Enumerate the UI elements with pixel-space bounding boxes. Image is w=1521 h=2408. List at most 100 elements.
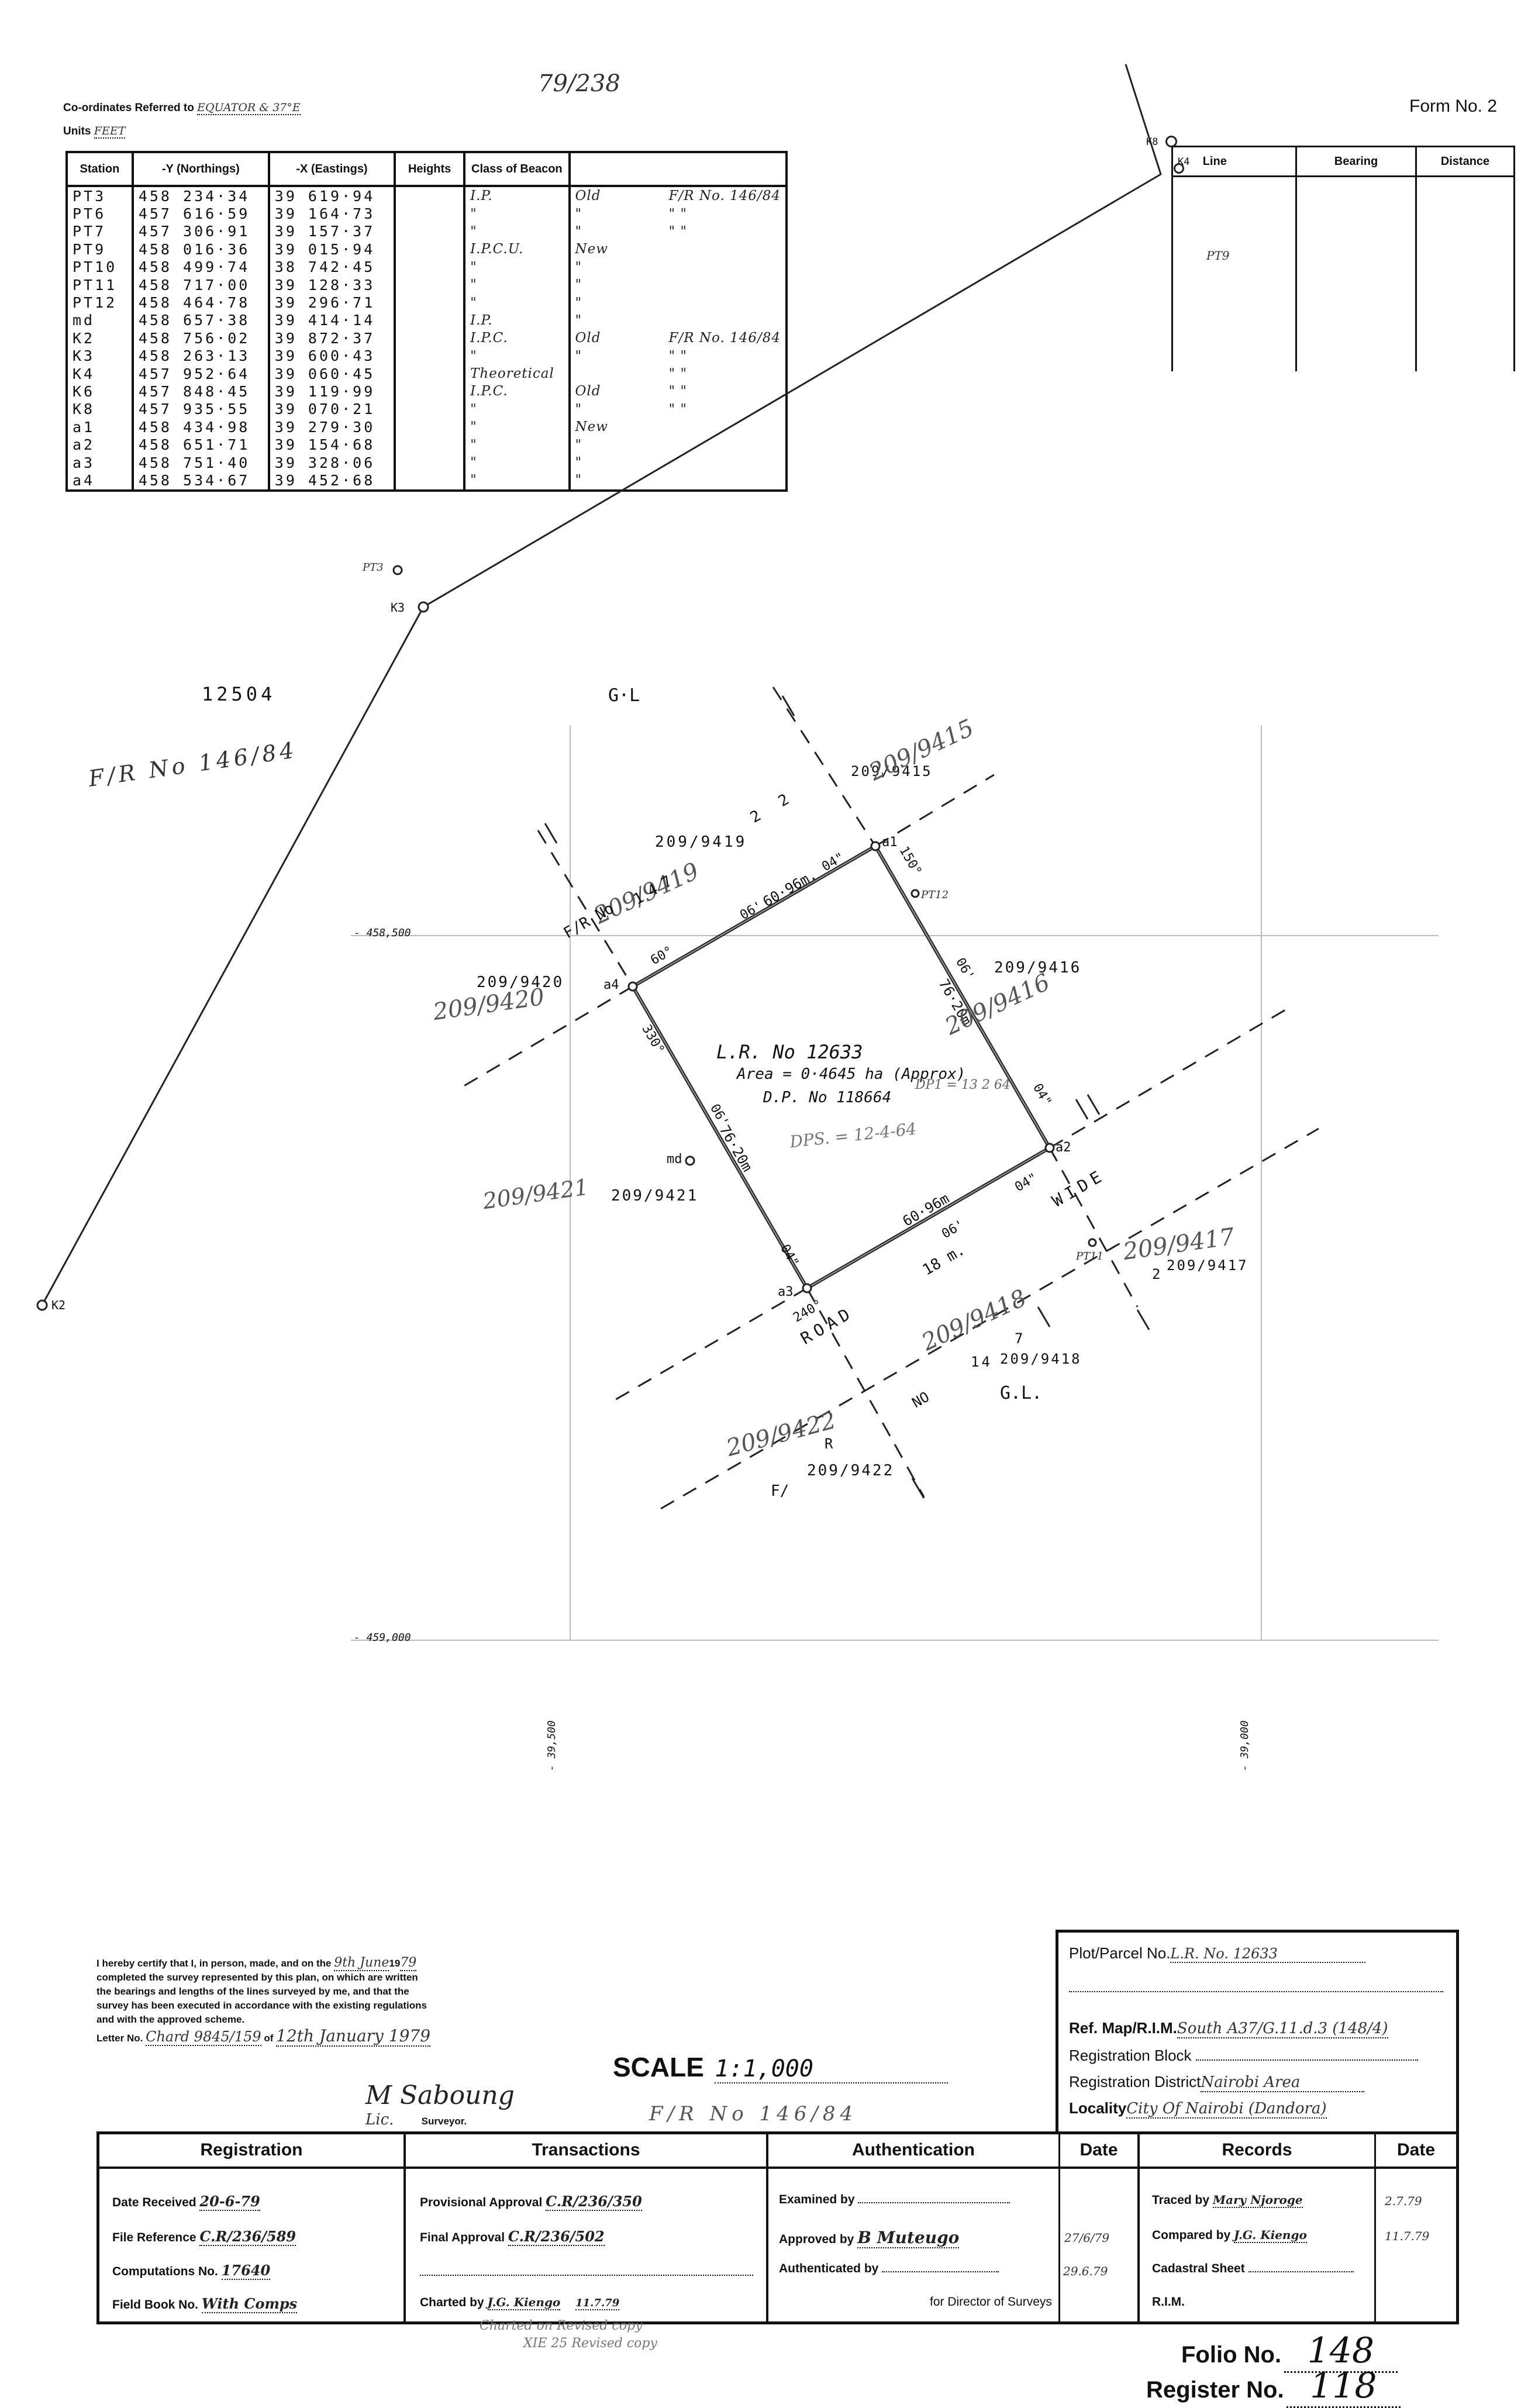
beacon-condition: New <box>575 242 608 257</box>
final-approval-label: Final Approval <box>420 2231 505 2244</box>
cell-easting: 39 872·37 <box>267 329 396 347</box>
of-label: of <box>264 2033 274 2044</box>
cell-height <box>394 294 466 312</box>
plot-value: L.R. No. 12633 <box>1170 1945 1365 1963</box>
rim-row: R.I.M. <box>1152 2295 1185 2309</box>
cell-northing: 458 499·74 <box>131 258 270 276</box>
cell-northing: 458 657·38 <box>131 311 270 330</box>
authentication-header: Authentication <box>852 2140 975 2159</box>
form-number: Form No. 2 <box>1409 96 1498 116</box>
cell-easting: 39 619·94 <box>267 186 396 205</box>
charted-by-label: Charted by <box>420 2296 484 2309</box>
cell-station: a2 <box>65 436 134 454</box>
cell-beacon-class: I.P. <box>463 186 571 205</box>
footer-note-2: XIE 25 Revised copy <box>523 2336 657 2351</box>
grid-label-459000: - 459,000 <box>354 1631 411 1644</box>
parcel-9418: 209/9418 <box>1000 1351 1082 1367</box>
file-reference-label: File Reference <box>112 2231 196 2244</box>
pt9-label: PT9 <box>1206 249 1230 263</box>
locality-row: LocalityCity Of Nairobi (Dandora) <box>1069 2099 1327 2119</box>
plot-parcel-box: Plot/Parcel No.L.R. No. 12633 Ref. Map/R… <box>1056 1930 1459 2134</box>
cell-easting: 39 328·06 <box>267 453 396 472</box>
cell-condition-reference: " <box>569 275 788 294</box>
beacon-condition: Old <box>575 330 601 346</box>
field-book-label: Field Book No. <box>112 2298 198 2312</box>
units-label: Units <box>63 125 91 137</box>
grid-label-39500: - 39,500 <box>545 1720 558 1771</box>
ref-map-label: Ref. Map/R.I.M. <box>1069 2019 1177 2037</box>
cell-beacon-class: I.P. <box>463 311 571 330</box>
cadastral-sheet-label: Cadastral Sheet <box>1152 2262 1245 2275</box>
cell-station: PT6 <box>65 205 134 223</box>
units-value: FEET <box>94 125 126 139</box>
cell-easting: 39 452·68 <box>267 471 396 492</box>
station-k3: K3 <box>391 601 405 615</box>
beacon-condition: " <box>575 472 582 488</box>
col-distance: Distance <box>1415 146 1515 177</box>
registration-block-row: Registration Block <box>1069 2047 1443 2065</box>
line-bearing-table: K4 Line Bearing Distance <box>1171 146 1515 371</box>
grid-label-458500: - 458,500 <box>354 927 411 939</box>
examined-by-row: Examined by <box>779 2193 1010 2207</box>
plot-parcel-row: Plot/Parcel No.L.R. No. 12633 <box>1069 1944 1365 1963</box>
cell-station: md <box>65 311 134 330</box>
station-a1: a1 <box>882 835 898 850</box>
station-a4: a4 <box>603 978 619 992</box>
boundary-ticks <box>544 695 1150 1499</box>
cell-beacon-class: " <box>463 205 571 223</box>
cell-easting: 39 414·14 <box>267 311 396 330</box>
col-reference <box>569 151 788 187</box>
cell-easting: 39 060·45 <box>267 364 396 383</box>
records-header: Records <box>1222 2140 1292 2159</box>
surveyor-label: Surveyor. <box>421 2116 467 2127</box>
col-line: K4 Line <box>1171 146 1297 177</box>
station-pt3: PT3 <box>363 561 384 574</box>
station-pt12: PT12 <box>921 889 949 901</box>
approved-by-signature: B Muteugo <box>857 2228 960 2248</box>
coords-label: Co-ordinates Referred to <box>63 102 194 114</box>
beacon-reference: " " <box>668 206 688 222</box>
station-k2: K2 <box>51 1298 66 1312</box>
cert-date: 9th June <box>334 1955 389 1971</box>
cell-easting: 39 119·99 <box>267 382 396 401</box>
scale-fr-reference: F/R No 146/84 <box>649 2102 858 2126</box>
col-heights: Heights <box>394 151 466 187</box>
station-md: md <box>667 1152 682 1167</box>
k4-beacon-icon <box>1174 163 1184 174</box>
beacon-reference: " " <box>668 366 688 382</box>
number-7: 7 <box>1015 1330 1023 1347</box>
station-pt11: PT11 <box>1076 1250 1104 1262</box>
parcel-9417: 209/9417 <box>1167 1257 1248 1274</box>
computations-value: 17640 <box>221 2262 271 2280</box>
transactions-header: Transactions <box>532 2140 640 2159</box>
provisional-approval-row: Provisional Approval C.R/236/350 <box>420 2193 642 2211</box>
examined-by-line <box>858 2202 1010 2203</box>
lic-label: Lic. <box>365 2111 394 2128</box>
cell-height <box>394 311 466 330</box>
parcel-9422: 209/9422 <box>807 1462 895 1479</box>
transactions-blank-line <box>420 2275 753 2276</box>
cell-beacon-class: I.P.C. <box>463 382 571 401</box>
cert-line-1: I hereby certify that I, in person, made… <box>96 1958 332 1969</box>
final-approval-row: Final Approval C.R/236/502 <box>420 2228 605 2246</box>
cell-station: K3 <box>65 347 134 365</box>
cell-condition-reference: "" " <box>569 347 788 365</box>
registration-district-value: Nairobi Area <box>1201 2074 1365 2092</box>
beacon-reference: F/R No. 146/84 <box>668 188 781 204</box>
cell-height <box>394 382 466 401</box>
cell-beacon-class: " <box>463 436 571 454</box>
gl-bottom-label: G.L. <box>1000 1383 1043 1403</box>
cell-beacon-class: " <box>463 453 571 472</box>
cadastral-sheet-line <box>1248 2271 1354 2272</box>
cadastral-sheet-row: Cadastral Sheet <box>1152 2262 1354 2276</box>
cell-condition-reference: New <box>569 418 788 436</box>
compared-by-value: J.G. Kiengo <box>1234 2228 1307 2243</box>
cell-station: K2 <box>65 329 134 347</box>
authenticated-by-row: Authenticated by <box>779 2262 999 2276</box>
k8-beacon-icon <box>1165 136 1177 147</box>
register-row: Register No. 118 <box>1146 2365 1401 2408</box>
